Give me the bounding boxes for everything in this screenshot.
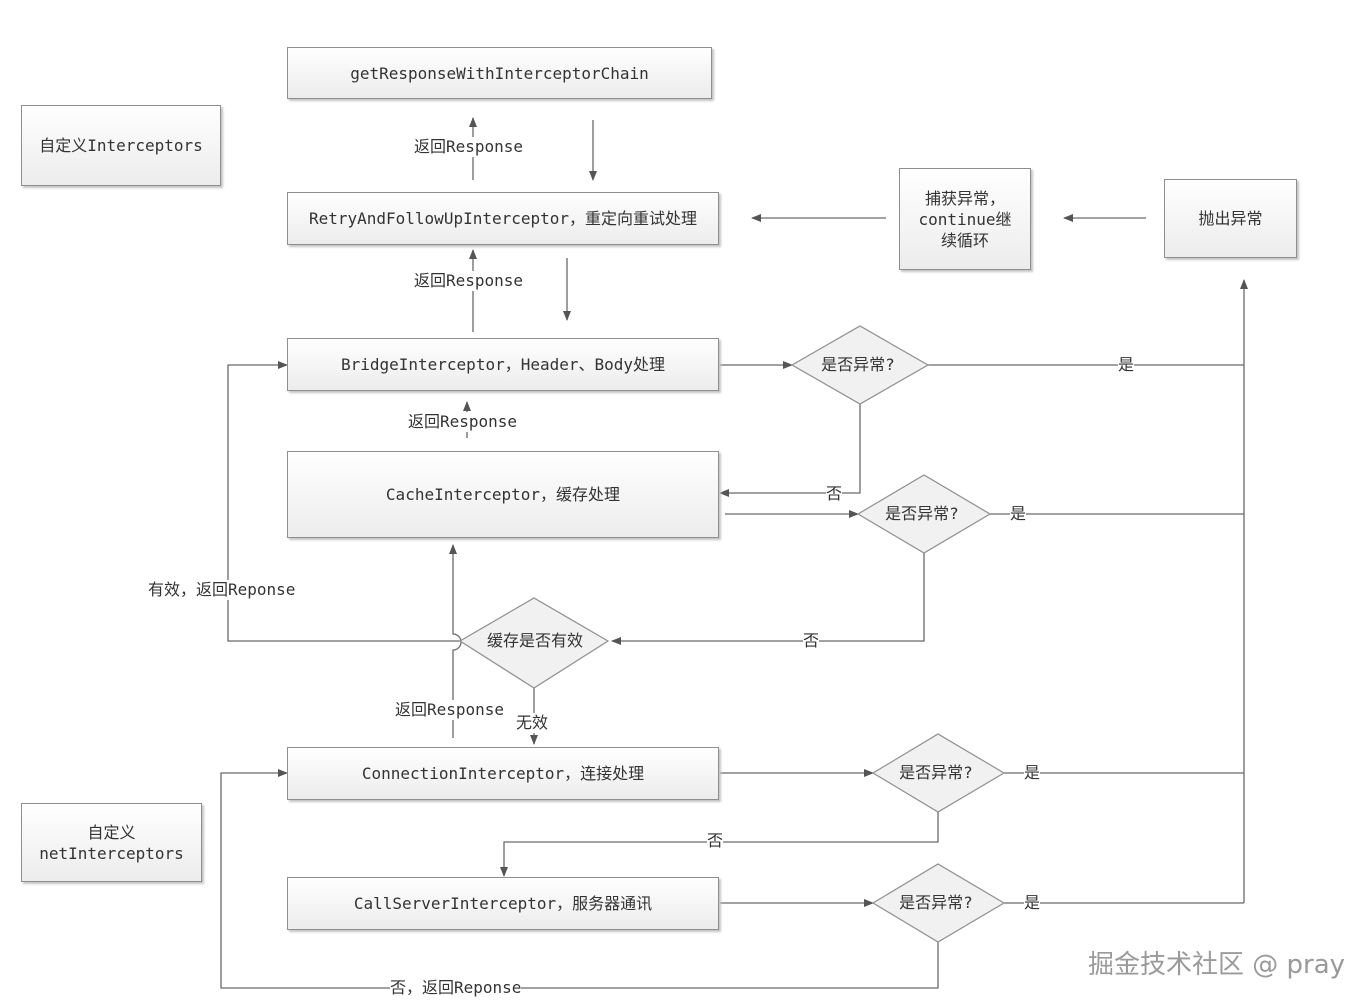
node-cache-interceptor: CacheInterceptor，缓存处理 [287,451,719,538]
arrow-valid-to-bridge [227,361,460,642]
label-invalid: 无效 [516,713,549,733]
decision-exception-4 [871,863,1006,943]
decision-cache-valid [458,597,610,689]
node-call-server-interceptor: CallServerInterceptor，服务器通讯 [287,877,719,930]
label-no-1: 否 [826,484,843,504]
label-valid-return: 有效，返回Reponse [148,580,296,600]
arrow-d2-no-to-valid [611,553,925,645]
decision-exception-1-text: 是否异常? [821,355,895,374]
label-return-response-3: 返回Response [408,412,518,432]
label-no-2: 否 [803,631,820,651]
node-custom-net-interceptors: 自定义 netInterceptors [21,803,202,882]
label-return-response-2: 返回Response [414,271,524,291]
decision-exception-2-text: 是否异常? [885,504,959,523]
label-return-response-1: 返回Response [414,137,524,157]
node-throw-exception: 抛出异常 [1164,179,1297,258]
decision-exception-4-text: 是否异常? [899,893,973,912]
node-custom-interceptors: 自定义Interceptors [21,105,221,186]
label-yes-1: 是 [1118,355,1135,375]
arrow-d4-no-to-connection [220,769,939,989]
decision-exception-3-text: 是否异常? [899,763,973,782]
label-yes-4: 是 [1024,893,1041,913]
label-return-response-4: 返回Response [395,700,505,720]
arrow-d1-no-to-cache [719,404,861,497]
label-no-return: 否，返回Reponse [390,978,522,998]
decision-exception-3 [871,733,1006,813]
label-no-3: 否 [707,831,724,851]
label-yes-3: 是 [1024,763,1041,783]
decision-exception-2 [856,474,992,554]
node-retry-followup: RetryAndFollowUpInterceptor，重定向重试处理 [287,192,719,245]
label-yes-2: 是 [1010,504,1027,524]
watermark: 掘金技术社区 @ pray [1088,950,1346,980]
node-catch-continue: 捕获异常， continue继 续循环 [899,168,1031,270]
decision-exception-1 [790,325,930,405]
decision-cache-valid-text: 缓存是否有效 [486,631,584,650]
node-connection-interceptor: ConnectionInterceptor，连接处理 [287,747,719,800]
node-bridge-interceptor: BridgeInterceptor，Header、Body处理 [287,338,719,391]
node-get-response-chain: getResponseWithInterceptorChain [287,47,712,99]
